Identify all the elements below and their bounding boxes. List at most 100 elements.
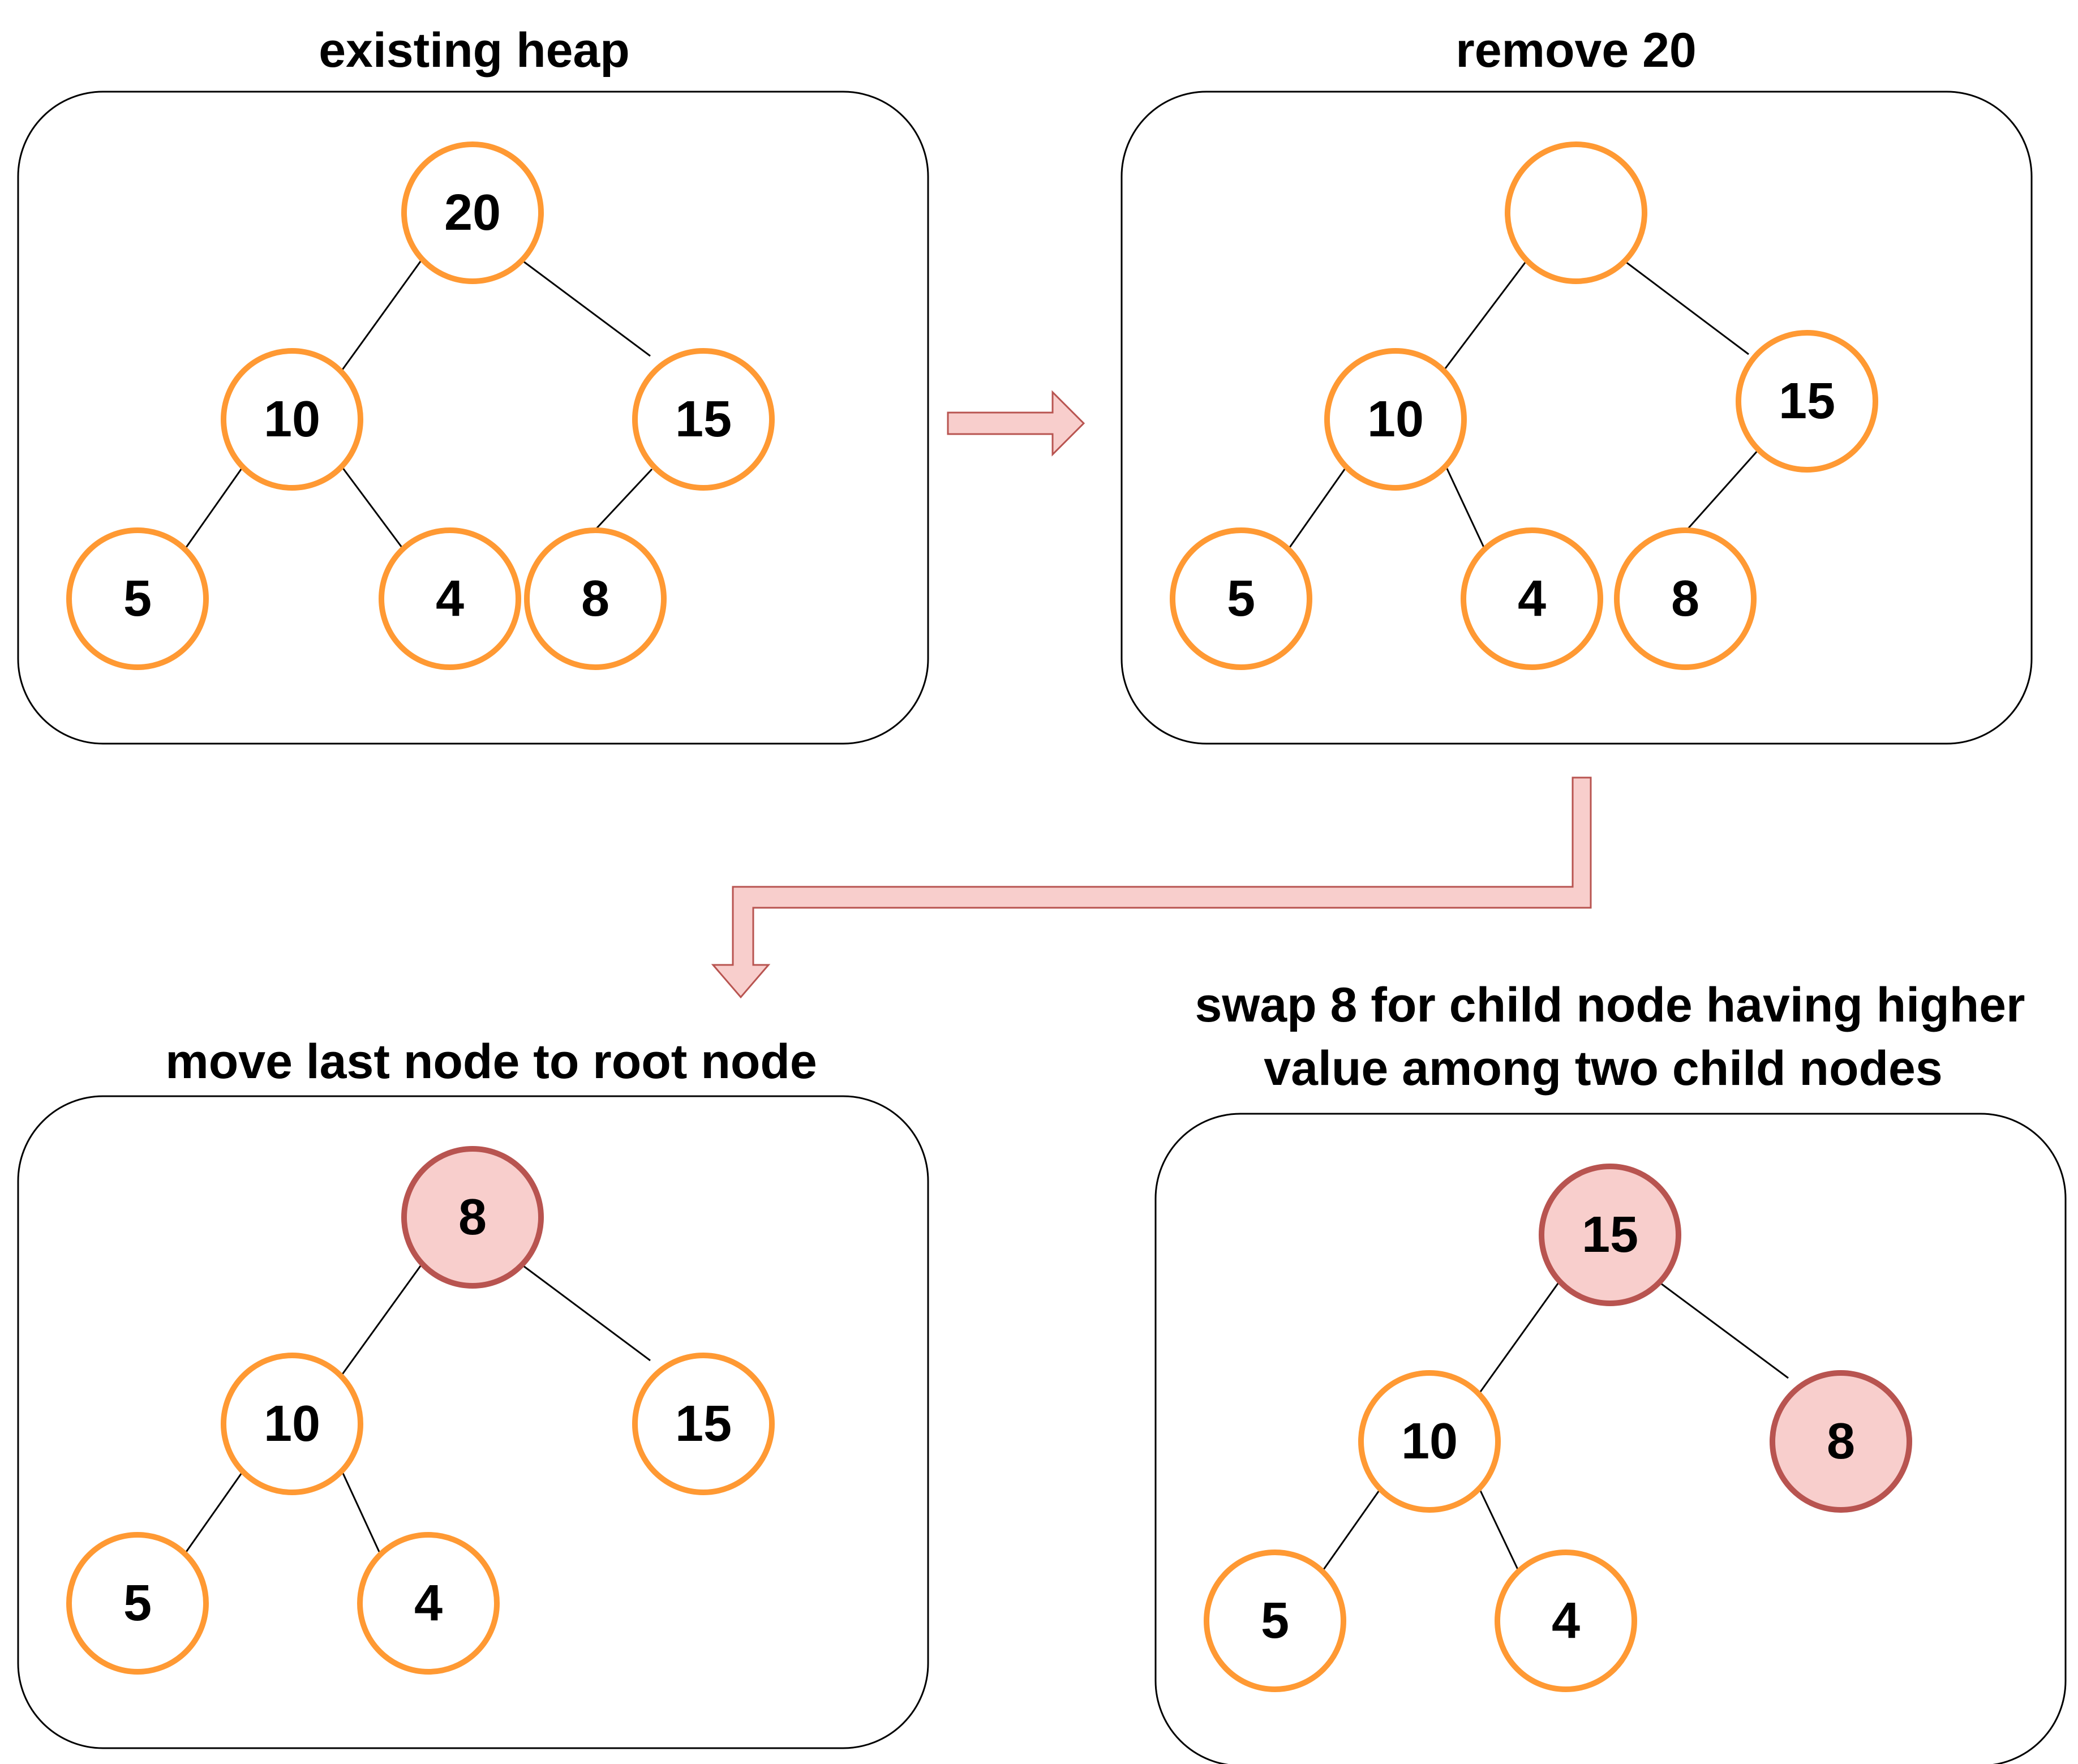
node-value: 4	[1518, 570, 1546, 627]
panel-move-last-node: move last node to root node 8 10 15 5 4	[17, 1035, 929, 1749]
node-value: 15	[1582, 1207, 1638, 1263]
panel-swap: swap 8 for child node having higher valu…	[1154, 978, 2067, 1764]
panel-title: swap 8 for child node having higher	[1195, 978, 2025, 1032]
tree-edge	[1445, 467, 1485, 548]
panel-frame	[1154, 1113, 2067, 1764]
node-value: 15	[1779, 373, 1835, 430]
tree-node-right-left: 8	[524, 527, 667, 670]
tree-node-right: 15	[632, 1353, 775, 1495]
tree-node-left: 10	[221, 1353, 363, 1495]
tree-edge	[1444, 260, 1528, 369]
tree-node-right: 15	[632, 348, 775, 491]
tree-node-left-left: 5	[1204, 1550, 1346, 1692]
edges	[1321, 1279, 1789, 1572]
node-circle	[1204, 1550, 1346, 1692]
node-value: 4	[414, 1575, 443, 1632]
node-circle	[632, 348, 775, 491]
node-value: 5	[123, 1575, 152, 1632]
node-circle	[1539, 1164, 1681, 1306]
node-circle	[401, 141, 544, 284]
node-value: 8	[1671, 570, 1699, 627]
tree-edge	[1287, 466, 1347, 550]
flow-arrows	[711, 390, 1592, 999]
node-circle	[1736, 330, 1878, 473]
tree-node-left-right: 4	[1495, 1550, 1637, 1692]
node-value: 10	[264, 1396, 320, 1452]
node-value: 4	[436, 570, 464, 627]
node-circle	[66, 1532, 209, 1675]
tree-edge	[1625, 261, 1749, 355]
panel-title: move last node to root node	[165, 1035, 817, 1089]
node-circle	[1495, 1550, 1637, 1692]
node-circle	[66, 527, 209, 670]
panel-existing-heap: existing heap 20 10 15 5 4	[17, 23, 929, 745]
tree-node-root	[1505, 141, 1647, 284]
node-circle	[221, 348, 363, 491]
tree-edge	[1321, 1488, 1381, 1572]
tree-edge	[340, 257, 424, 372]
panel-frame	[1120, 91, 2033, 745]
tree-edge	[184, 1471, 244, 1554]
tree-node-left-right: 4	[1461, 527, 1603, 670]
tree-edge	[523, 260, 651, 357]
tree-node-left: 10	[221, 348, 363, 491]
tree-node-left: 10	[1358, 1370, 1501, 1513]
tree-node-root: 8	[401, 1146, 544, 1289]
tree-node-left: 10	[1324, 348, 1467, 491]
node-circle	[1614, 527, 1757, 670]
tree-edge	[341, 1471, 380, 1552]
tree-edge	[341, 467, 403, 548]
tree-node-right-left: 8	[1614, 527, 1757, 670]
node-value: 10	[264, 391, 320, 448]
edges	[184, 1261, 651, 1554]
tree-node-right: 8	[1770, 1370, 1912, 1513]
panel-title: remove 20	[1456, 23, 1697, 78]
node-value: 4	[1552, 1593, 1580, 1649]
tree-edge	[1660, 1282, 1789, 1379]
node-circle	[221, 1353, 363, 1495]
panel-remove-20: remove 20 10 15 5 4 8	[1120, 23, 2033, 745]
tree-edge	[340, 1261, 424, 1376]
panel-title: existing heap	[319, 23, 630, 78]
node-circle	[1170, 527, 1312, 670]
tree-edge	[1686, 449, 1759, 530]
node-value: 10	[1367, 391, 1424, 448]
tree-edge	[1479, 1489, 1519, 1570]
arrow-right	[947, 390, 1085, 457]
panel-title: value among two child nodes	[1264, 1041, 1942, 1096]
tree-edge	[1478, 1279, 1562, 1394]
node-circle	[357, 1532, 500, 1675]
panel-frame	[17, 1095, 929, 1749]
tree-edge	[184, 466, 244, 550]
tree-edge	[523, 1265, 651, 1362]
edges	[1287, 260, 1759, 550]
tree-node-root: 20	[401, 141, 544, 284]
arrow-down-left	[711, 776, 1592, 999]
node-circle	[1770, 1370, 1912, 1513]
node-value: 15	[675, 1396, 732, 1452]
node-circle	[1324, 348, 1467, 491]
node-circle	[401, 1146, 544, 1289]
node-value: 5	[1227, 570, 1255, 627]
node-value: 10	[1401, 1413, 1458, 1470]
node-value: 8	[1827, 1413, 1855, 1470]
tree-node-left-left: 5	[66, 527, 209, 670]
node-circle	[1358, 1370, 1501, 1513]
tree-node-left-left: 5	[66, 1532, 209, 1675]
tree-node-root: 15	[1539, 1164, 1681, 1306]
node-value: 20	[444, 184, 501, 241]
node-circle	[1505, 141, 1647, 284]
node-value: 5	[1261, 1593, 1289, 1649]
tree-node-right: 15	[1736, 330, 1878, 473]
node-value: 8	[581, 570, 609, 627]
node-circle	[524, 527, 667, 670]
tree-node-left-right: 4	[357, 1532, 500, 1675]
panel-frame	[17, 91, 929, 745]
tree-node-left-left: 5	[1170, 527, 1312, 670]
tree-edge	[593, 468, 653, 532]
node-circle	[632, 1353, 775, 1495]
node-value: 15	[675, 391, 732, 448]
node-value: 8	[458, 1189, 487, 1246]
node-circle	[1461, 527, 1603, 670]
